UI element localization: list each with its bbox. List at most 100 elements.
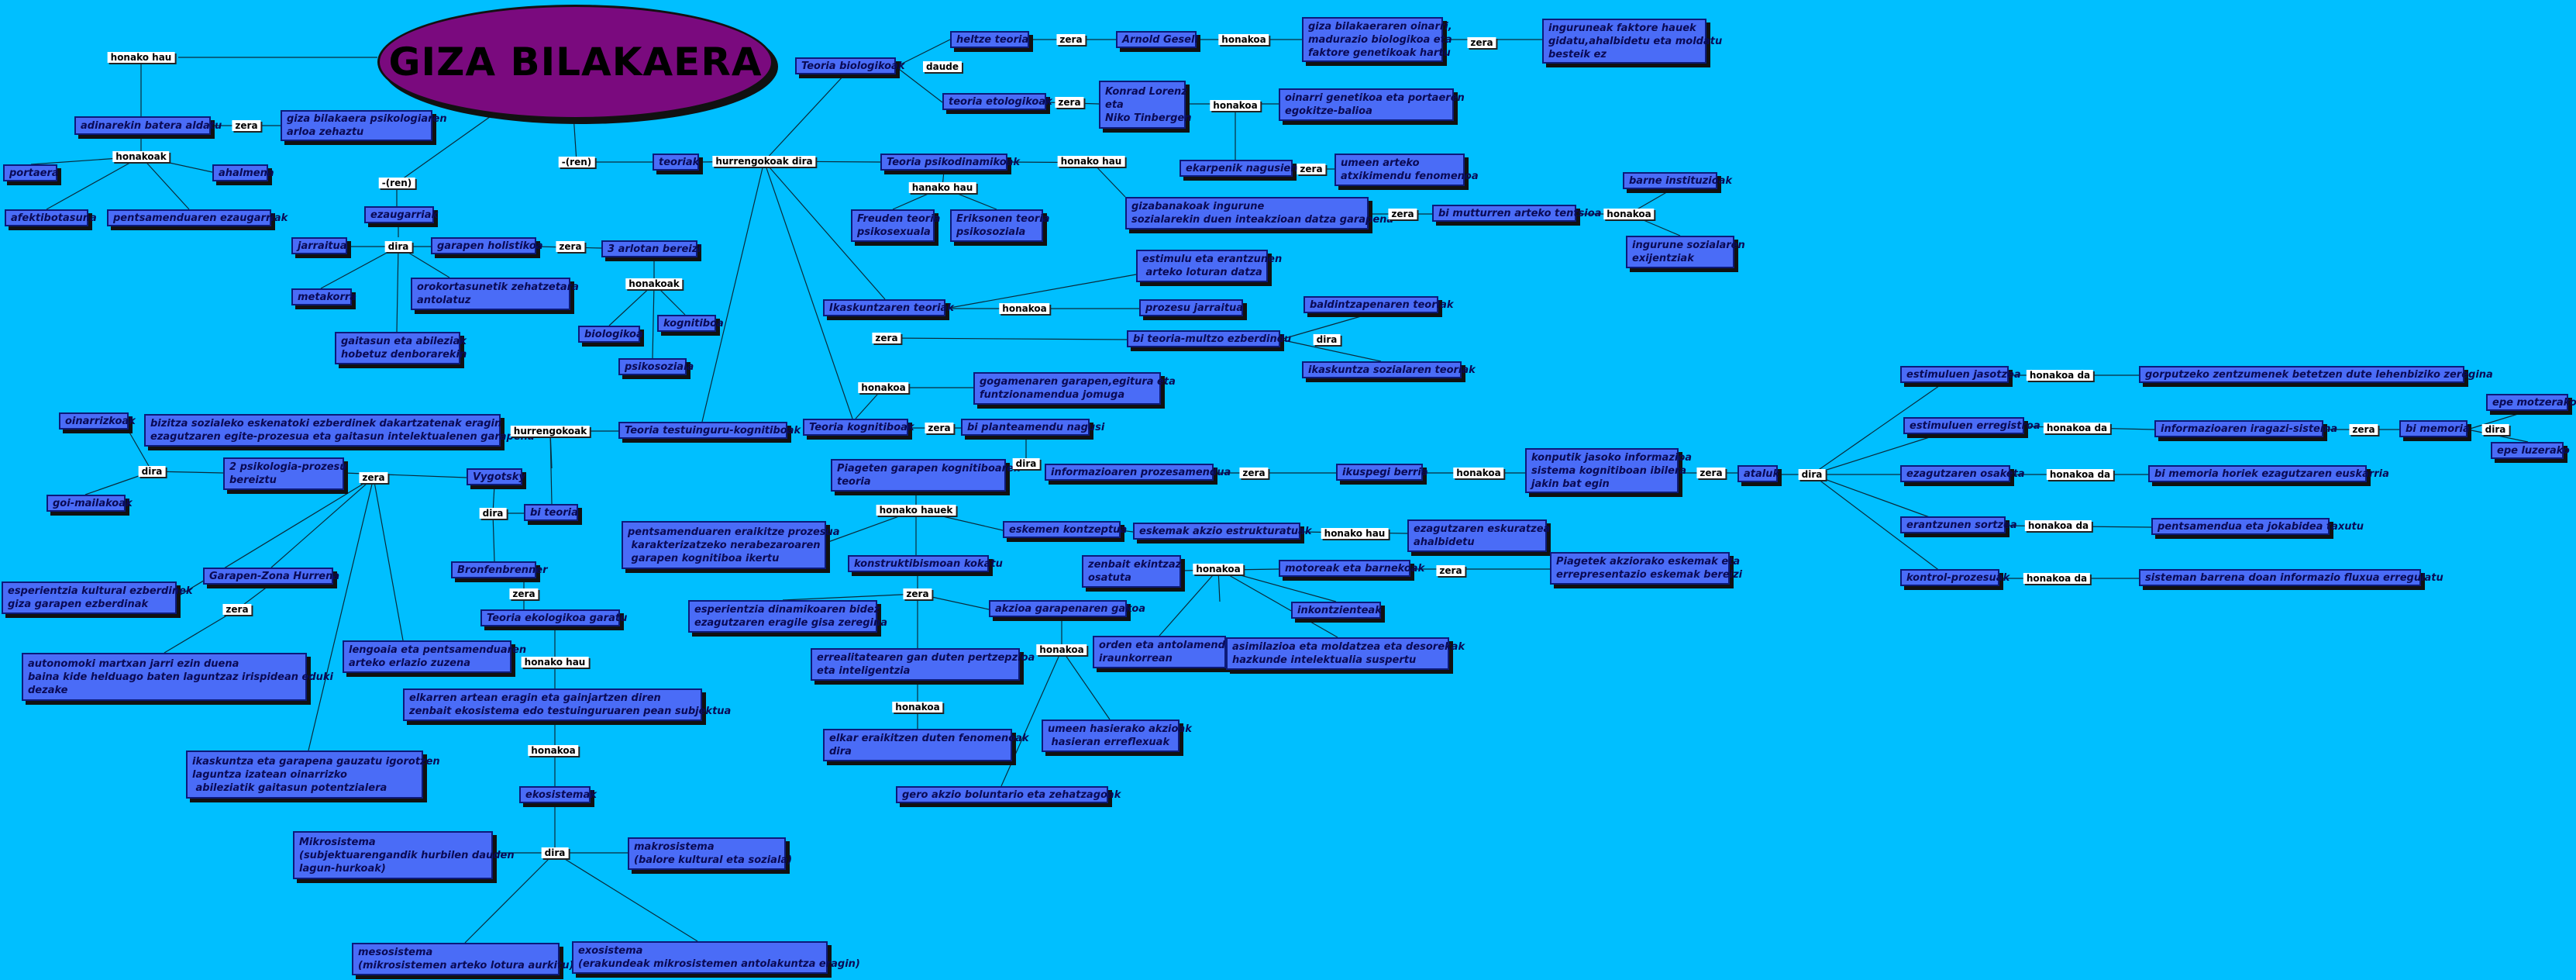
link-label-zera-etologikoak: zera: [1055, 97, 1084, 108]
node-teoria-biologikoak: Teoria biologikoak: [795, 57, 904, 74]
node-esperientzia-dinamikoaren: esperientzia dinamikoaren bidez ezagutza…: [688, 600, 887, 633]
node-goi-mailakoak: goi-mailakoak: [46, 495, 133, 512]
connector-line: [895, 39, 951, 67]
link-label-zera-vygotsky: zera: [359, 472, 388, 483]
link-label-zera-holistikoa: zera: [556, 241, 585, 252]
node-giza-bilakaeraren-oinarri: giza bilakaeraren oinarri, madurazio bio…: [1302, 17, 1452, 62]
node-afektibotasuna: afektibotasuna: [5, 209, 97, 226]
node-ikaskuntzaren: Ikaskuntzaren teoriak: [823, 299, 954, 316]
connector-line: [2467, 410, 2529, 430]
link-label-honako-hau-title: honako hau: [107, 52, 175, 63]
node-gero-akzio: gero akzio boluntario eta zehatzagoak: [896, 786, 1121, 803]
connector-line: [464, 852, 556, 944]
link-label-hurrengo: hurrengokoak dira: [712, 156, 816, 167]
node-informazioaren-iragazi: informazioaren iragazi-sistema: [2154, 420, 2337, 437]
connector-line: [2467, 429, 2529, 443]
link-label-zera-iragazi: zera: [2349, 424, 2378, 435]
connector-line: [320, 246, 399, 289]
node-pentsamenduaren-eraikitze: pentsamenduaren eraikitze prozesua karak…: [622, 521, 840, 569]
main-title: GIZA BILAKAERA: [388, 40, 763, 85]
node-heltze-teoria: heltze teoria: [950, 31, 1029, 48]
node-epe-motzerako: epe motzerako: [2486, 394, 2576, 411]
node-metakorra: metakorra: [291, 288, 356, 305]
connector-line: [1090, 160, 1126, 198]
node-bi-mutur: bi mutturren arteko tentsioa: [1432, 205, 1601, 222]
node-teoria-etologikoak: teoria etologikoak: [942, 93, 1052, 110]
node-eskemak-akzio: eskemak akzio estrukturatuak: [1133, 523, 1312, 540]
link-label-daude: daude: [923, 61, 962, 72]
connector-line: [763, 160, 853, 419]
link-label-zera-ekarpenik: zera: [1297, 164, 1326, 174]
node-hiru-arlotan: 3 arlotan bereizi: [601, 240, 701, 257]
node-piagetek: Piagetek akziorako eskemak eta erreprese…: [1550, 552, 1742, 585]
link-label-zera-motoreak: zera: [1436, 565, 1465, 576]
link-label-honakoa-kognitibo: honakoa: [858, 382, 909, 393]
link-label-dira-memoria: dira: [2481, 424, 2509, 435]
node-baldintzapenaren: baldintzapenaren teoriak: [1303, 296, 1454, 313]
connector-line: [164, 609, 238, 654]
node-garapen-zona: Garapen-Zona Hurrena: [203, 568, 339, 585]
connector-line: [1279, 312, 1372, 340]
link-label-honako-hauek: honako hauek: [876, 505, 956, 516]
node-motoreak: motoreak eta barnekoak: [1279, 560, 1424, 577]
node-ezagutzaren-eskuratzea: ezagutzaren eskuratzea ahalbidetu: [1407, 519, 1550, 552]
node-informazioaren: informazioaren prozesamendua: [1045, 464, 1231, 481]
node-konstruktibismoan: konstruktibismoan kokatu: [848, 555, 1003, 572]
link-label-honakoa-da-4: honakoa da: [2024, 520, 2092, 531]
link-label-dira-oinarrizkoak: dira: [138, 466, 166, 477]
link-label-ren2: -(ren): [558, 157, 595, 167]
connector-line: [1279, 339, 1382, 362]
node-ezaugarriak: ezaugarriak: [364, 206, 438, 223]
node-konrad: Konrad Lorenz eta Niko Tinbergen: [1099, 81, 1191, 129]
node-ikaskuntza-sozialaren: ikaskuntza sozialaren teoriak: [1302, 361, 1476, 378]
link-label-honakoak-arlo: honakoak: [625, 278, 683, 289]
connector-line: [549, 430, 553, 505]
node-elkarren-artean: elkarren artean eragin eta gainjartzen d…: [403, 688, 731, 721]
node-sisteman-barrena: sisteman barrena doan informazio fluxua …: [2139, 569, 2443, 586]
link-label-dira-ezaug: dira: [384, 241, 412, 252]
node-psikologiaren-arloa: giza bilakaera psikologiaren arloa zehaz…: [281, 110, 447, 141]
node-mesosistema: mesosistema (mikrosistemen arteko lotura…: [352, 943, 573, 975]
link-label-zera-heltze: zera: [1056, 34, 1086, 45]
link-label-honakoa-konrad: honakoa: [1210, 100, 1261, 111]
node-ezagutzaren-osaketa: ezagutzaren osaketa: [1900, 465, 2025, 482]
connector-line: [1061, 649, 1111, 720]
connector-line: [270, 477, 374, 568]
connector-line: [825, 509, 917, 543]
node-psikosoziala: psikosoziala: [618, 358, 694, 375]
link-label-hurrengoak: hurrengokoak: [510, 426, 591, 437]
connector-line: [1811, 374, 1955, 475]
connector-line: [1811, 426, 1965, 475]
connector-line: [573, 114, 577, 163]
node-errealitatearen: errealitatearen gan duten pertzepzioa et…: [811, 648, 1035, 681]
link-label-honako-hau-ekolog: honako hau: [521, 657, 589, 668]
node-bi-memoria-horiek: bi memoria horiek ezagutzaren euskarria: [2148, 465, 2389, 482]
node-teoria-testuinguru: Teoria testuinguru-kognitiboak: [618, 422, 801, 439]
connector-line: [701, 160, 765, 423]
node-kognitiboa: kognitiboa: [657, 315, 724, 332]
node-kontrol-prozesuak: kontrol-prozesuak: [1900, 569, 2009, 586]
node-bi-teoria-2: bi teoria: [524, 504, 578, 521]
main-title-ellipse: GIZA BILAKAERA: [377, 5, 773, 119]
link-label-honakoa-errealitate: honakoa: [892, 702, 943, 713]
node-freuden: Freuden teoria psikosexuala: [851, 209, 940, 242]
node-teoria-ekologikoa: Teoria ekologikoa garatu: [480, 609, 627, 626]
connector-line: [886, 337, 1128, 340]
node-pentsamendua-jokabidea: pentsamendua eta jokabidea taxutu: [2151, 518, 2364, 535]
node-estimulu: estimulu eta erantzunen arteko loturan d…: [1136, 250, 1282, 282]
link-label-honakoa-da-2: honakoa da: [2043, 423, 2111, 433]
connector-line: [763, 74, 845, 162]
connector-line: [1120, 530, 1134, 533]
connector-line: [492, 512, 495, 562]
node-estimuluen-jasotzea: estimuluen jasotzea: [1900, 366, 2021, 383]
node-konputik: konputik jasoko informazioa sistema kogn…: [1525, 448, 1692, 493]
node-piageten: Piageten garapen kognitiboaren teoria: [831, 459, 1021, 492]
node-inkontzienteak: inkontzienteak: [1291, 602, 1382, 619]
node-ikaskuntza-eta-garapena: ikaskuntza eta garapena gauzatu igorotze…: [186, 751, 440, 799]
connector-line: [782, 593, 918, 601]
node-umeen-arteko: umeen arteko atxikimendu fenomenoa: [1334, 154, 1479, 186]
node-bronfenbrenner: Bronfenbrenner: [451, 561, 548, 578]
connector-line: [396, 246, 399, 333]
node-erantzunen-sortzea: erantzunen sortzea: [1900, 516, 2017, 533]
link-label-zera-gizabanakoak: zera: [1388, 209, 1417, 219]
